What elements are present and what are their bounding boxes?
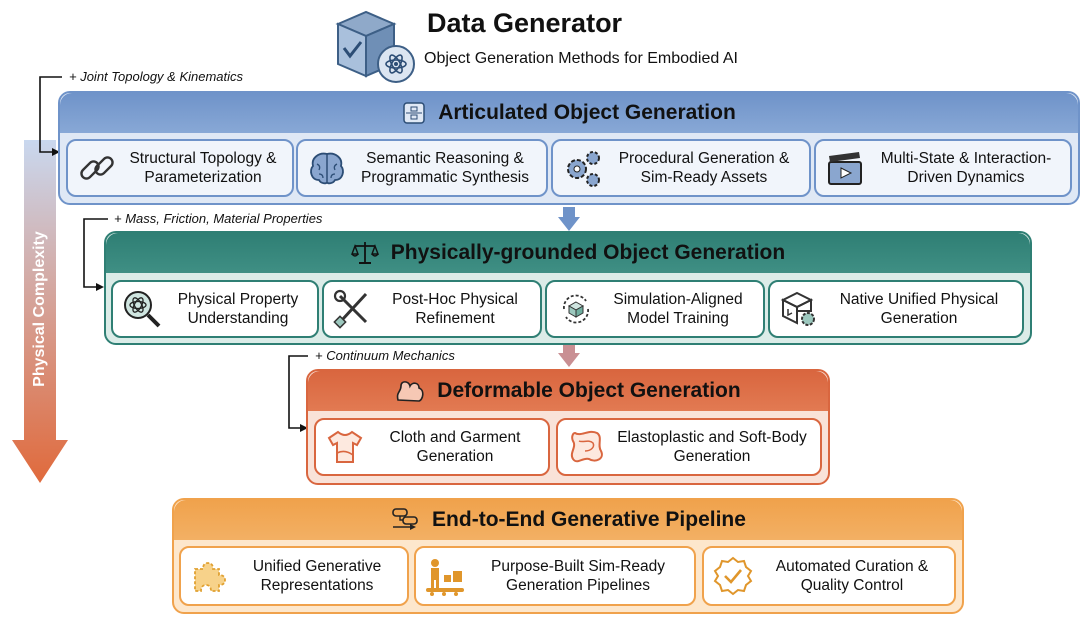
mechanism-diagram-icon [402, 101, 426, 125]
blob-icon [395, 378, 425, 404]
clapperboard-icon [822, 145, 868, 191]
section-note-deformable: + Continuum Mechanics [315, 348, 455, 363]
card-physical-property: Physical Property Understanding [111, 280, 319, 338]
gears-icon [559, 145, 605, 191]
card-label: Procedural Generation & Sim-Ready Assets [618, 150, 790, 186]
card-automated-curation: Automated Curation & Quality Control [702, 546, 956, 606]
card-label: Cloth and Garment Generation [389, 429, 521, 465]
end-to-end-title: End-to-End Generative Pipeline [432, 508, 746, 531]
card-label: Structural Topology & Parameterization [129, 150, 277, 186]
physically-grounded-header: Physically-grounded Object Generation [106, 233, 1030, 273]
deformable-header: Deformable Object Generation [308, 371, 828, 411]
section-note-physical: + Mass, Friction, Material Properties [114, 211, 323, 226]
card-procedural-generation: Procedural Generation & Sim-Ready Assets [551, 139, 811, 197]
balance-scale-icon [350, 240, 379, 266]
card-semantic-reasoning: Semantic Reasoning & Programmatic Synthe… [296, 139, 548, 197]
card-label: Elastoplastic and Soft-Body Generation [617, 429, 807, 465]
data-generator-logo [332, 6, 418, 84]
card-label: Automated Curation & Quality Control [775, 558, 929, 594]
pipeline-icon [390, 507, 420, 533]
card-simulation-aligned: Simulation-Aligned Model Training [545, 280, 765, 338]
card-purpose-built: Purpose-Built Sim-Ready Generation Pipel… [414, 546, 696, 606]
end-to-end-header: End-to-End Generative Pipeline [174, 500, 962, 540]
deformable-title: Deformable Object Generation [437, 379, 741, 402]
chain-link-icon [74, 145, 120, 191]
card-unified-representations: Unified Generative Representations [179, 546, 409, 606]
card-structural-topology: Structural Topology & Parameterization [66, 139, 294, 197]
cube-cycle-icon [553, 286, 599, 332]
card-label: Native Unified Physical Generation [839, 291, 999, 327]
physical-complexity-arrow [10, 140, 70, 485]
conveyor-worker-icon [422, 553, 468, 599]
cube-gear-icon [776, 286, 822, 332]
card-label: Semantic Reasoning & Programmatic Synthe… [361, 150, 529, 186]
quality-check-icon [710, 553, 756, 599]
articulated-title: Articulated Object Generation [438, 101, 736, 124]
tshirt-icon [322, 424, 368, 470]
page-title: Data Generator [427, 8, 623, 38]
card-multi-state: Multi-State & Interaction-Driven Dynamic… [814, 139, 1072, 197]
puzzle-icon [187, 553, 233, 599]
card-elastoplastic: Elastoplastic and Soft-Body Generation [556, 418, 822, 476]
card-cloth-garment: Cloth and Garment Generation [314, 418, 550, 476]
card-post-hoc: Post-Hoc Physical Refinement [322, 280, 542, 338]
section-note-articulated: + Joint Topology & Kinematics [69, 69, 244, 84]
physically-grounded-title: Physically-grounded Object Generation [390, 241, 786, 264]
wrench-screwdriver-icon [330, 286, 376, 332]
brain-icon [304, 145, 350, 191]
card-label: Post-Hoc Physical Refinement [392, 291, 518, 327]
card-label: Simulation-Aligned Model Training [613, 291, 743, 327]
card-label: Physical Property Understanding [177, 291, 299, 327]
card-label: Multi-State & Interaction-Driven Dynamic… [880, 150, 1052, 186]
card-native-unified: Native Unified Physical Generation [768, 280, 1024, 338]
flow-arrow-1 [558, 207, 580, 236]
flow-arrow-2 [558, 343, 580, 372]
page-subtitle: Object Generation Methods for Embodied A… [424, 50, 738, 67]
card-label: Purpose-Built Sim-Ready Generation Pipel… [490, 558, 665, 594]
card-label: Unified Generative Representations [252, 558, 382, 594]
atom-magnifier-icon [119, 286, 165, 332]
articulated-header: Articulated Object Generation [60, 93, 1078, 133]
soft-body-icon [564, 424, 610, 470]
